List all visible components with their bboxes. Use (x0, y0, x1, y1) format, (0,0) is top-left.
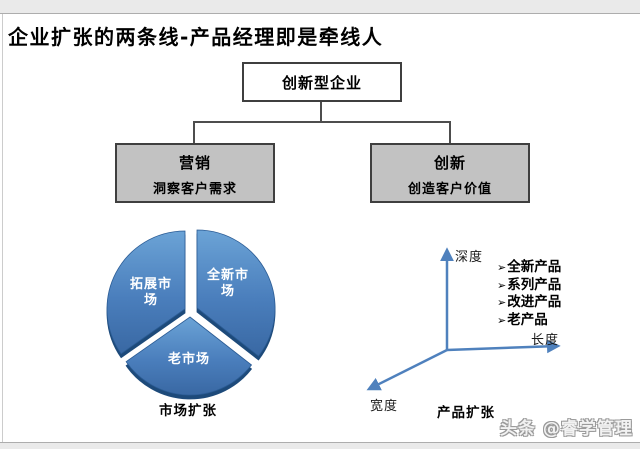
pie-label-old-market: 老市场 (167, 352, 210, 367)
product-type-list: ➢全新产品 ➢系列产品 ➢改进产品 ➢老产品 (497, 259, 607, 329)
product-axes-caption: 产品扩张 (437, 405, 495, 421)
slide-left-border (2, 14, 3, 442)
pie-slice-expand-market (106, 230, 186, 355)
market-pie-chart (106, 229, 276, 396)
page-top-margin (0, 0, 640, 14)
connector-left-vertical (193, 121, 195, 143)
org-node-marketing-subtitle: 洞察客户需求 (152, 181, 237, 197)
list-item: ➢改进产品 (497, 294, 607, 312)
org-node-innovation-title: 创新 (433, 153, 466, 172)
page-bottom-margin (0, 442, 640, 449)
product-item-label: 老产品 (507, 311, 548, 328)
axis-width-arrow (366, 348, 448, 391)
product-item-label: 全新产品 (507, 259, 562, 275)
list-item: ➢系列产品 (497, 277, 607, 295)
arrow-bullet-icon: ➢ (497, 313, 507, 327)
product-axes-diagram (366, 247, 561, 391)
page-title: 企业扩张的两条线-产品经理即是牵线人 (8, 25, 384, 49)
product-item-label: 系列产品 (507, 276, 562, 293)
arrow-bullet-icon: ➢ (497, 296, 507, 309)
market-pie-caption: 市场扩张 (159, 403, 217, 419)
list-item: ➢全新产品 (497, 259, 607, 277)
arrow-bullet-icon: ➢ (497, 278, 507, 292)
axis-label-width: 宽度 (370, 399, 399, 414)
connector-root-vertical (320, 102, 322, 122)
pie-label-new-market: 全新市场 (206, 268, 249, 299)
watermark-text: 头条 @睿学管理 (500, 419, 633, 439)
axis-label-length: 长度 (531, 333, 560, 348)
connector-horizontal (193, 121, 451, 123)
org-root-node: 创新型企业 (242, 62, 402, 102)
org-root-label: 创新型企业 (281, 73, 362, 92)
arrow-bullet-icon: ➢ (497, 261, 507, 274)
axis-label-depth: 深度 (455, 250, 484, 265)
org-node-innovation: 创新 创造客户价值 (370, 143, 530, 203)
connector-right-vertical (449, 121, 451, 143)
org-node-marketing: 营销 洞察客户需求 (115, 143, 275, 203)
pie-slice-old-market (125, 316, 253, 396)
axis-length-arrow (446, 339, 561, 354)
org-node-innovation-subtitle: 创造客户价值 (407, 181, 492, 197)
list-item: ➢老产品 (497, 312, 607, 330)
pie-slice-new-market (196, 229, 276, 357)
pie-label-expand-market: 拓展市场 (129, 277, 172, 308)
product-item-label: 改进产品 (507, 294, 562, 310)
org-node-marketing-title: 营销 (178, 153, 211, 172)
